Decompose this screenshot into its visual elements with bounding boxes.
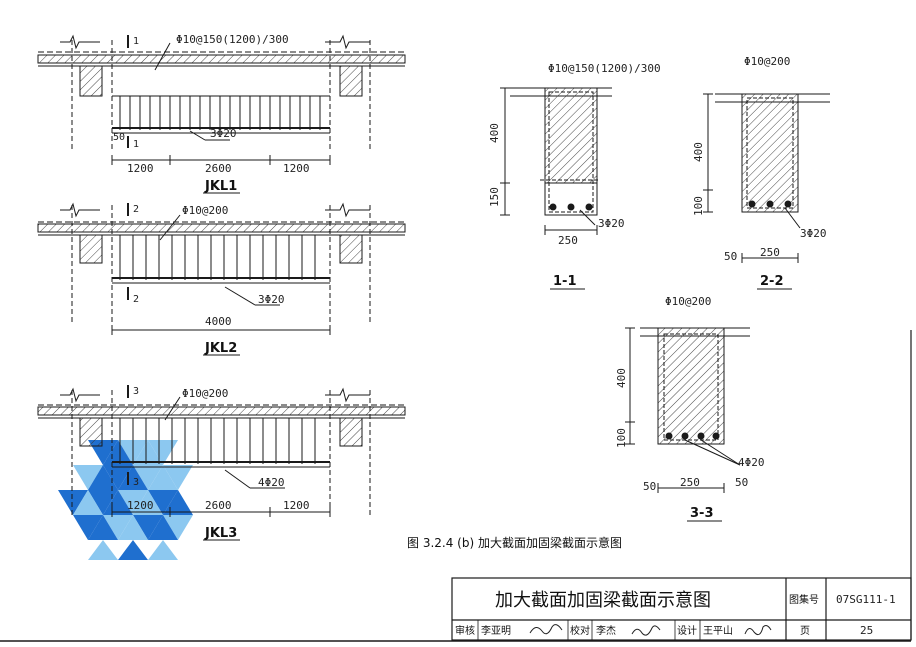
jkl2-dim-1: 4000 <box>205 315 232 328</box>
checker-signature <box>631 625 661 636</box>
jkl1-section-mark-top: 1 <box>133 36 139 47</box>
elevation-jkl2 <box>37 202 406 335</box>
atlas-number: 07SG111-1 <box>836 593 896 606</box>
jkl2-section-mark-top: 2 <box>133 204 139 215</box>
section-2-2-height-1: 400 <box>692 142 705 162</box>
section-1-1-bars: 3Φ20 <box>598 217 625 230</box>
page-number: 25 <box>860 624 873 637</box>
section-2-2-stirrup-label: Φ10@200 <box>744 55 790 68</box>
check-label: 校对 <box>570 624 590 637</box>
section-3-3-height-2: 100 <box>615 428 628 448</box>
section-1-1-stirrup-label: Φ10@150(1200)/300 <box>548 62 661 75</box>
jkl3-stirrup-label: Φ10@200 <box>182 387 228 400</box>
section-1-1-width: 250 <box>558 234 578 247</box>
jkl1-dim-1: 1200 <box>127 162 154 175</box>
atlas-label: 图集号 <box>789 593 819 606</box>
jkl2-section-mark-bottom: 2 <box>133 294 139 305</box>
reviewer-name: 李亚明 <box>481 624 511 637</box>
jkl3-bars-label: 4Φ20 <box>258 476 285 489</box>
jkl2-title: JKL2 <box>204 341 237 356</box>
jkl1-bars-label: 3Φ20 <box>210 127 237 140</box>
section-3-3 <box>625 327 750 493</box>
section-3-3-width-3: 50 <box>735 476 748 489</box>
section-2-2-height-2: 100 <box>692 196 705 216</box>
review-label: 审核 <box>455 624 475 637</box>
section-2-2-title: 2-2 <box>760 274 784 289</box>
section-1-1-height-1: 400 <box>488 123 501 143</box>
section-3-3-height-1: 400 <box>615 368 628 388</box>
jkl1-cover-dim: 50 <box>113 132 125 143</box>
design-label: 设计 <box>677 624 697 637</box>
designer-name: 王平山 <box>703 625 733 637</box>
jkl2-stirrup-label: Φ10@200 <box>182 204 228 217</box>
section-3-3-width-1: 50 <box>643 480 656 493</box>
reviewer-signature <box>529 624 563 635</box>
section-2-2-width-2: 250 <box>760 246 780 259</box>
jkl3-section-mark-bottom: 3 <box>133 477 139 488</box>
checker-name: 李杰 <box>596 624 616 637</box>
jkl3-dim-2: 2600 <box>205 499 232 512</box>
jkl2-bars-label: 3Φ20 <box>258 293 285 306</box>
section-1-1-height-2: 150 <box>488 187 501 207</box>
jkl1-dim-3: 1200 <box>283 162 310 175</box>
jkl1-title: JKL1 <box>204 179 237 194</box>
jkl3-section-mark-top: 3 <box>133 386 139 397</box>
jkl3-dim-3: 1200 <box>283 499 310 512</box>
page-label: 页 <box>800 625 810 637</box>
section-1-1 <box>500 87 612 235</box>
figure-caption: 图 3.2.4 (b) 加大截面加固梁截面示意图 <box>407 535 622 550</box>
title-block-title: 加大截面加固梁截面示意图 <box>495 590 711 611</box>
jkl1-stirrup-label: Φ10@150(1200)/300 <box>176 33 289 46</box>
section-2-2-bars: 3Φ20 <box>800 227 827 240</box>
watermark-logo <box>58 440 193 560</box>
section-3-3-bars: 4Φ20 <box>738 456 765 469</box>
jkl3-dim-1: 1200 <box>127 499 154 512</box>
section-3-3-width-2: 250 <box>680 476 700 489</box>
section-2-2-width-1: 50 <box>724 250 737 263</box>
section-1-1-title: 1-1 <box>553 274 577 289</box>
jkl1-section-mark-bottom: 1 <box>133 139 139 150</box>
title-block <box>0 577 912 642</box>
jkl3-title: JKL3 <box>204 526 237 541</box>
section-2-2 <box>703 93 830 263</box>
designer-signature <box>744 625 772 636</box>
section-3-3-stirrup-label: Φ10@200 <box>665 295 711 308</box>
jkl1-dim-2: 2600 <box>205 162 232 175</box>
elevation-jkl1 <box>37 34 406 165</box>
section-3-3-title: 3-3 <box>690 506 714 521</box>
elevation-jkl3 <box>37 385 406 517</box>
